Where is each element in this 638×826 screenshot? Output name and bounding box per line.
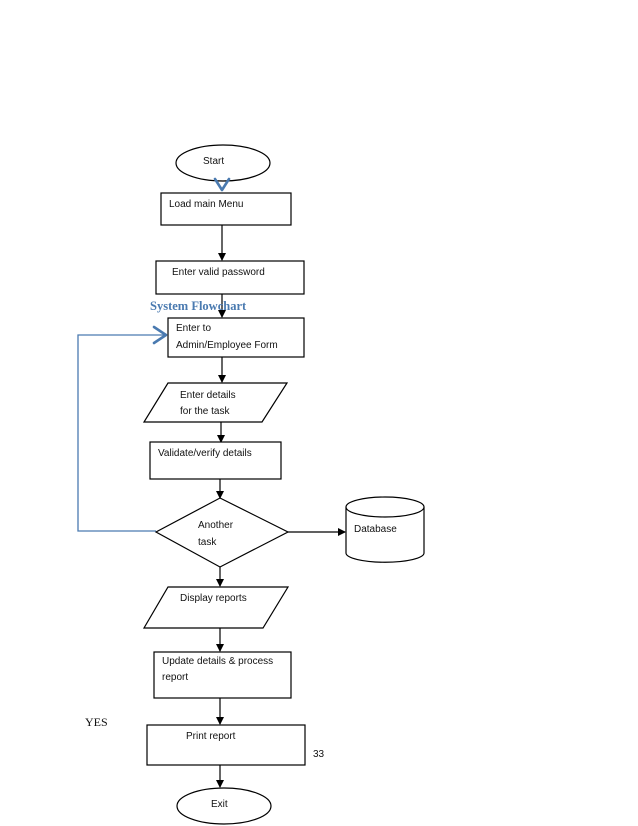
enter-form-box: [167, 317, 305, 358]
enter-password-box: [155, 260, 305, 295]
display-reports-parallelogram: [142, 586, 290, 629]
database-cylinder-body: [345, 507, 425, 563]
blue-chevron-down-icon: [213, 177, 231, 192]
load-menu-box: [160, 192, 292, 226]
enter-details-label-line2: for the task: [180, 406, 230, 417]
database-label: Database: [354, 524, 397, 535]
page-number: 33: [313, 749, 325, 760]
exit-terminator: [176, 787, 272, 825]
update-details-box: [153, 651, 292, 699]
enter-details-label-line1: Enter details: [180, 390, 236, 401]
print-report-box: [146, 724, 306, 766]
diagram-heading: System Flowchart: [150, 299, 247, 313]
enter-details-parallelogram: [142, 382, 289, 423]
update-label-line2: report: [162, 672, 189, 683]
display-reports-label: Display reports: [180, 593, 247, 604]
loop-back-line: [77, 334, 165, 532]
decision-label-line1: Another: [198, 520, 234, 531]
yes-branch-label: YES: [85, 715, 108, 729]
start-terminator: [175, 144, 271, 182]
database-cylinder-top: [345, 496, 425, 518]
print-report-label: Print report: [186, 731, 236, 742]
blue-chevron-right-icon: [152, 325, 168, 345]
validate-label: Validate/verify details: [158, 448, 252, 459]
start-label: Start: [203, 156, 225, 167]
enter-password-label: Enter valid password: [172, 267, 265, 278]
enter-form-label-line2: Admin/Employee Form: [176, 340, 278, 351]
load-menu-label: Load main Menu: [169, 199, 244, 210]
decision-label-line2: task: [198, 537, 217, 548]
validate-box: [149, 441, 282, 480]
update-label-line1: Update details & process: [162, 656, 274, 667]
enter-form-label-line1: Enter to: [176, 323, 212, 334]
exit-label: Exit: [211, 799, 228, 810]
